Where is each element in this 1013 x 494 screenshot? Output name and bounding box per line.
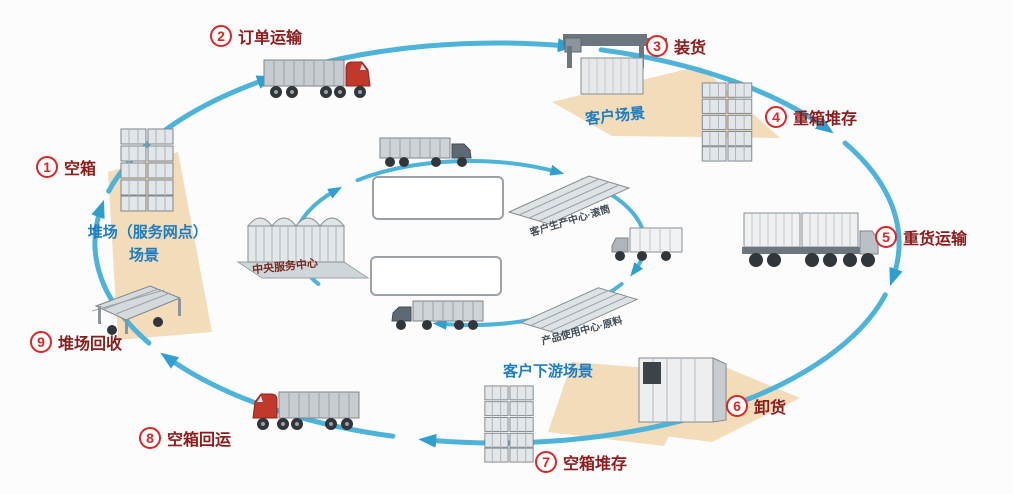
step-6-unloading: 6 卸货 <box>726 394 786 418</box>
unload-container-icon <box>635 350 730 435</box>
step-5-heavy-transport: 5 重货运输 <box>875 225 967 249</box>
step-4-badge: 4 <box>765 106 787 128</box>
yard-recycle-rack-icon <box>91 278 192 343</box>
empty-container-stack-icon <box>120 128 174 217</box>
box-truck-icon <box>608 222 686 269</box>
empty-return-truck-icon <box>245 382 361 437</box>
scene-label-downstream: 客户下游场景 <box>503 363 594 380</box>
step-9-yard-recycle: 9 堆场回收 <box>30 330 122 354</box>
step-3-loading: 3 装货 <box>646 34 706 58</box>
inner-truck-top-icon <box>378 132 478 175</box>
step-5-badge: 5 <box>875 226 897 248</box>
step-7-empty-storage: 7 空箱堆存 <box>535 450 627 474</box>
step-1-label: 空箱 <box>64 161 97 178</box>
step-7-badge: 7 <box>535 451 557 473</box>
step-2-order-transport: 2 订单运输 <box>210 24 302 48</box>
step-1-empty-container: 1 空箱 <box>36 155 96 179</box>
step-9-badge: 9 <box>30 331 52 353</box>
heavy-cargo-truck-icon <box>740 205 880 275</box>
usage-center-icon <box>515 282 645 345</box>
step-2-label: 订单运输 <box>238 30 303 47</box>
central-service-center-icon <box>232 200 377 290</box>
scene-label-yard: 堆场（服务网点）场景 <box>87 224 201 264</box>
center-label-box-bottom <box>370 256 502 296</box>
step-3-label: 装货 <box>674 40 707 57</box>
center-label-box-top <box>372 176 504 220</box>
inner-truck-bottom-icon <box>385 295 485 338</box>
step-3-badge: 3 <box>646 35 668 57</box>
step-7-label: 空箱堆存 <box>563 456 628 473</box>
step-4-label: 重箱堆存 <box>793 111 858 128</box>
production-center-icon <box>505 170 635 235</box>
step-1-badge: 1 <box>36 156 58 178</box>
step-6-badge: 6 <box>726 395 748 417</box>
step-5-label: 重货运输 <box>903 231 968 248</box>
step-6-label: 卸货 <box>754 400 787 417</box>
step-9-label: 堆场回收 <box>58 336 123 353</box>
loaded-container-stack-icon <box>700 82 754 167</box>
loading-crane-icon <box>555 30 670 107</box>
step-8-empty-return: 8 空箱回运 <box>139 426 231 450</box>
step-4-loaded-storage: 4 重箱堆存 <box>765 105 857 129</box>
order-transport-truck-icon <box>262 50 378 105</box>
step-2-badge: 2 <box>210 25 232 47</box>
step-8-label: 空箱回运 <box>167 432 232 449</box>
step-8-badge: 8 <box>139 427 161 449</box>
empty-stack-storage-icon <box>483 385 535 468</box>
